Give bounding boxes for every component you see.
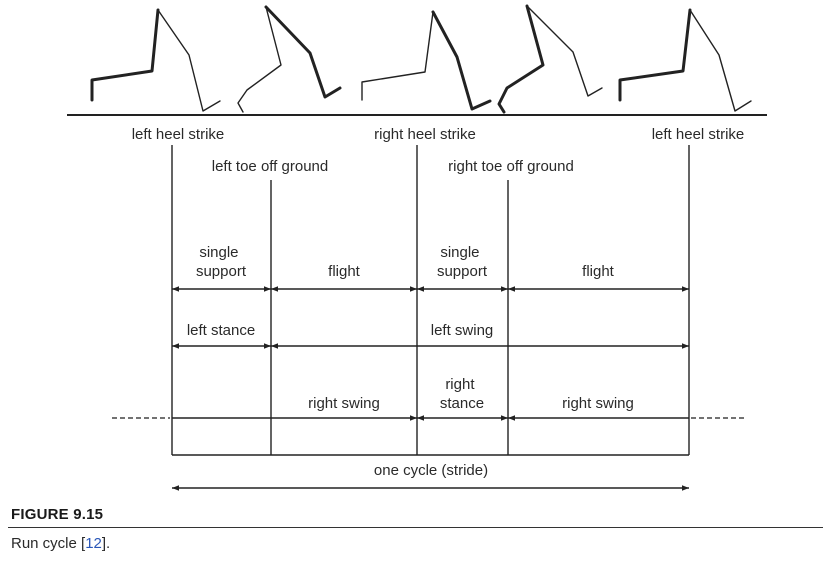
label-right-swing-1: right swing	[308, 395, 380, 412]
runner-figure-1	[90, 8, 221, 112]
label-right-toe-off: right toe off ground	[448, 158, 574, 175]
label-single-support-2: single support	[437, 244, 488, 280]
label-single-support-1: single support	[196, 244, 247, 280]
caption-suffix: ].	[101, 535, 111, 552]
figure-caption: Run cycle [12].	[11, 535, 110, 552]
runner-figure-2	[237, 5, 342, 113]
runner-figure-4	[497, 4, 603, 114]
label-flight-2: flight	[582, 263, 615, 280]
run-cycle-diagram: left heel strike right heel strike left …	[67, 4, 767, 491]
label-right-heel-strike: right heel strike	[374, 126, 476, 143]
reference-link[interactable]: 12	[85, 535, 102, 552]
label-one-cycle: one cycle (stride)	[374, 462, 488, 479]
label-left-heel-strike-2: left heel strike	[652, 126, 745, 143]
label-right-swing-2: right swing	[562, 395, 634, 412]
label-flight-1: flight	[328, 263, 361, 280]
label-left-stance: left stance	[187, 322, 255, 339]
runner-figure-3	[361, 10, 492, 111]
label-left-toe-off: left toe off ground	[212, 158, 328, 175]
caption-prefix: Run cycle [	[11, 535, 86, 552]
label-left-swing: left swing	[431, 322, 494, 339]
figure-label: FIGURE 9.15	[11, 506, 104, 523]
caption-divider	[8, 527, 823, 528]
runner-figure-5	[618, 8, 752, 112]
label-left-heel-strike-1: left heel strike	[132, 126, 225, 143]
label-right-stance: right stance	[440, 376, 484, 412]
